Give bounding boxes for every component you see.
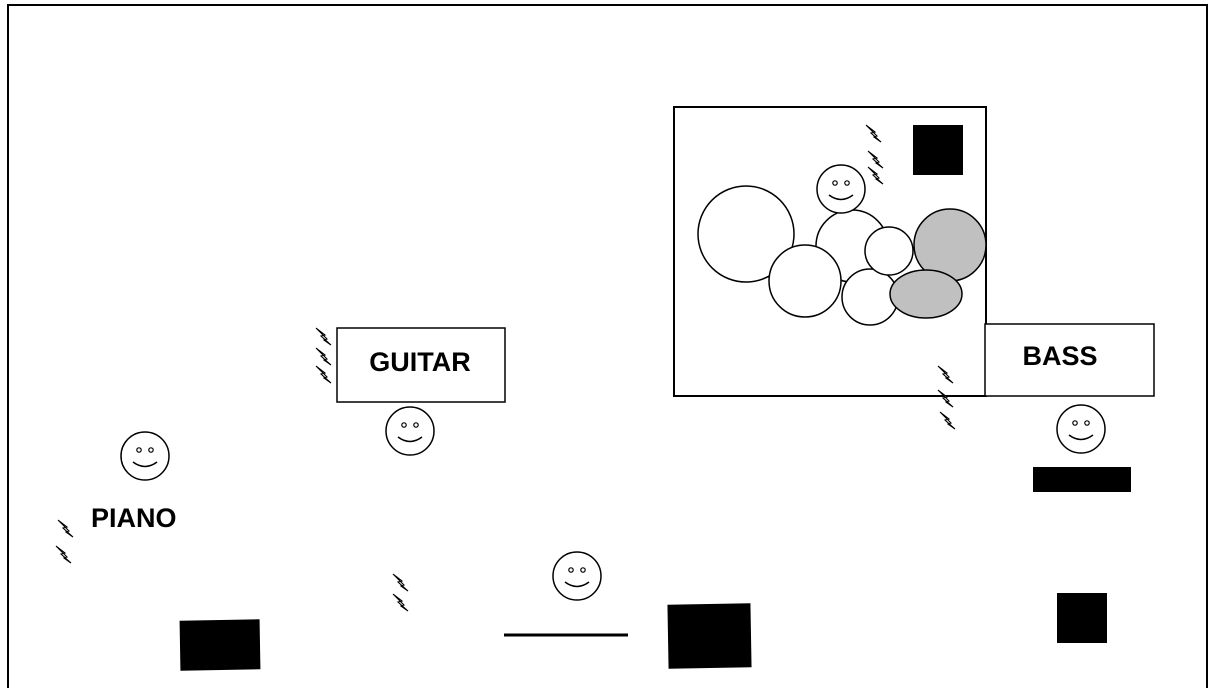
- piano-monitor-wedge: [179, 619, 261, 671]
- bass-drum: [697, 185, 795, 283]
- floor-tom: [768, 244, 842, 318]
- center-lightning-bolt-icon: [392, 573, 409, 612]
- guitar-amp-box: [336, 327, 506, 403]
- stage-border: [7, 4, 1208, 688]
- rack-tom: [864, 226, 914, 276]
- piano-label: PIANO: [91, 503, 177, 533]
- hi-hat-cymbal: [889, 269, 963, 319]
- vocalist-smiley-face-icon: [552, 551, 602, 601]
- pianist-smiley-face-icon: [120, 431, 170, 481]
- piano-lightning-bolt-icon: [55, 519, 74, 564]
- guitar-lightning-bolt-icon: [315, 327, 332, 384]
- drum-monitor-amp: [913, 125, 963, 175]
- guitar-label: GUITAR: [369, 347, 471, 377]
- bassist-smiley-face-icon: [1056, 404, 1106, 454]
- bass-monitor: [1033, 467, 1131, 492]
- drum-kit-icon: [697, 185, 987, 326]
- guitarist-smiley-face-icon: [385, 406, 435, 456]
- drummer-smiley-face-icon: [816, 164, 866, 214]
- center-monitor-wedge: [667, 603, 752, 669]
- bass-amp-box: [984, 323, 1155, 397]
- bass-label: BASS: [1022, 341, 1097, 371]
- bass-front-monitor: [1057, 593, 1107, 643]
